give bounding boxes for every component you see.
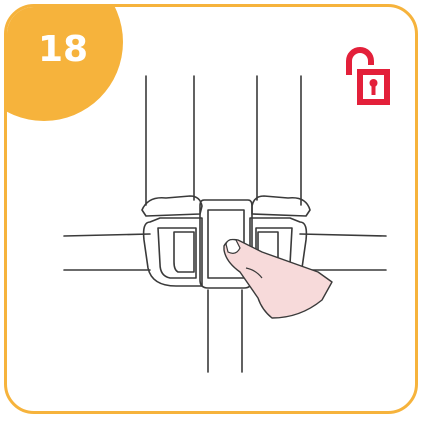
- unlocked-padlock-icon: [346, 47, 390, 105]
- step-number: 18: [37, 29, 89, 70]
- thumbnail: [225, 238, 241, 254]
- hand: [223, 238, 333, 319]
